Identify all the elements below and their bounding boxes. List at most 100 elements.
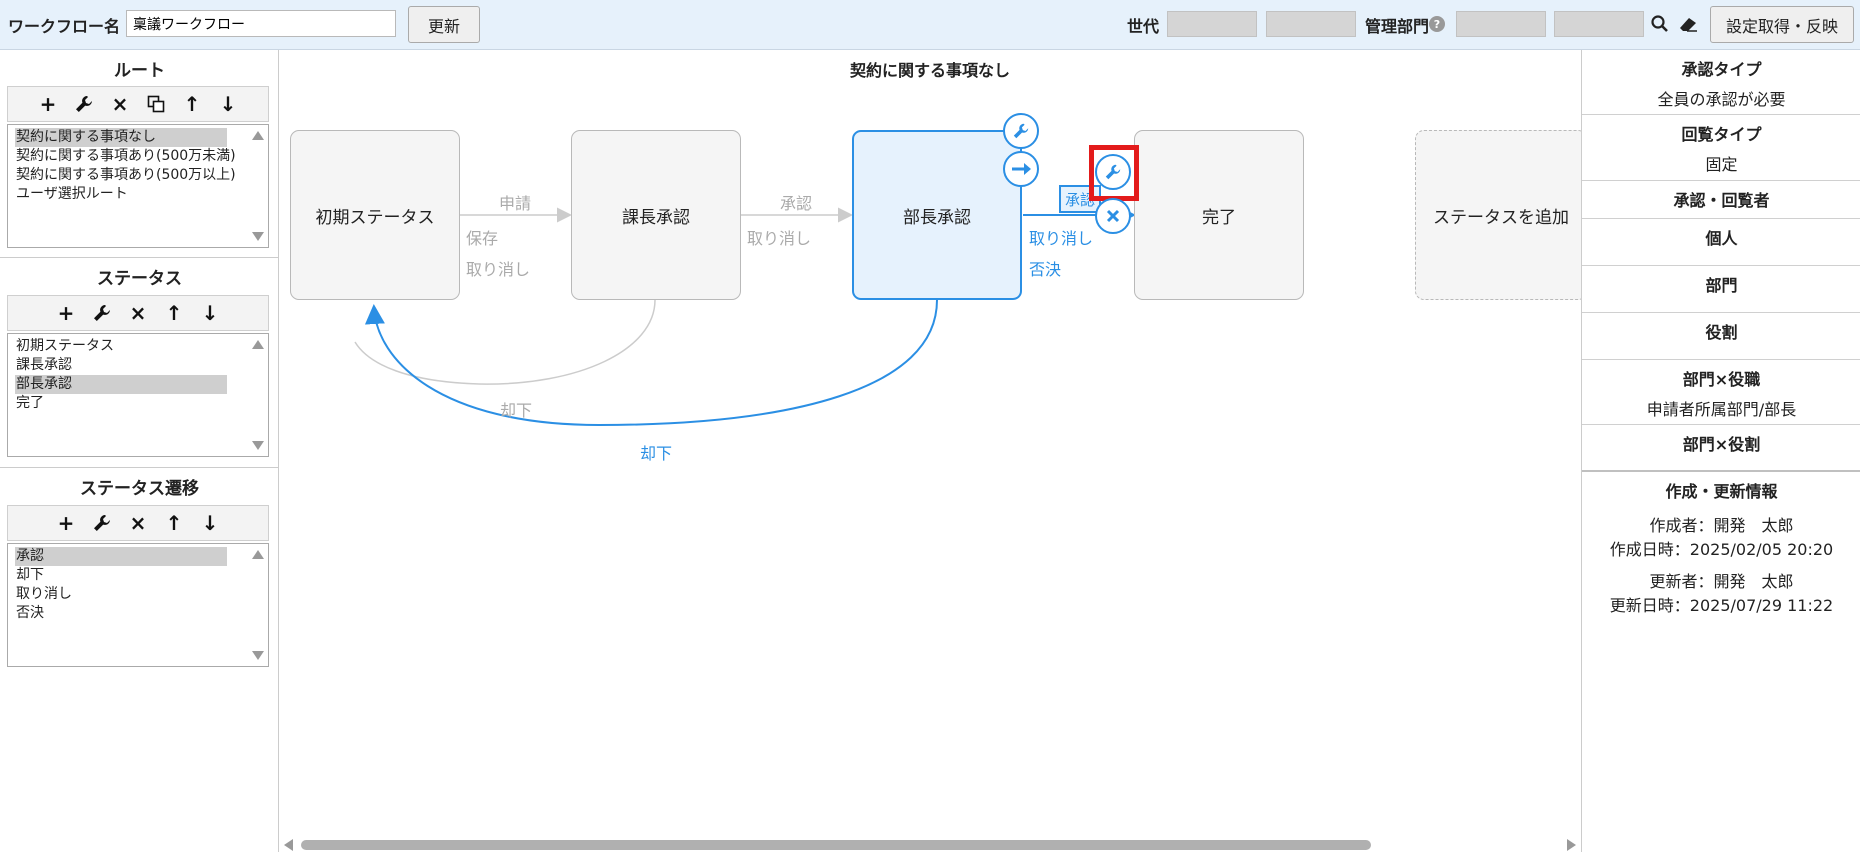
update-button[interactable]: 更新 <box>408 6 480 43</box>
list-item[interactable]: 契約に関する事項なし <box>15 128 227 147</box>
wrench-icon[interactable] <box>86 298 118 328</box>
list-item[interactable]: 否決 <box>16 605 44 621</box>
list-item[interactable]: 完了 <box>16 395 44 411</box>
scroll-thumb[interactable] <box>301 840 1371 850</box>
delete-icon[interactable]: × <box>129 511 147 535</box>
apply-settings-button[interactable]: 設定取得・反映 <box>1710 6 1854 43</box>
edge-label-reject-vote[interactable]: 否決 <box>1029 260 1062 279</box>
edge-label-cancel[interactable]: 取り消し <box>466 260 531 279</box>
dept-position-section: 部門×役職 申請者所属部門/部長 <box>1582 366 1860 420</box>
copy-icon[interactable] <box>140 89 172 119</box>
arrow-down-icon[interactable]: ↓ <box>201 301 219 325</box>
scroll-down-icon[interactable] <box>252 441 264 450</box>
list-item[interactable]: 契約に関する事項あり(500万未満) <box>16 148 236 164</box>
close-icon[interactable] <box>1095 198 1131 234</box>
generation-field-1[interactable] <box>1167 11 1257 37</box>
delete-icon[interactable]: × <box>111 92 129 116</box>
list-item[interactable]: 部長承認 <box>15 375 227 394</box>
statuses-list[interactable]: 初期ステータス 課長承認 部長承認 完了 <box>7 333 269 457</box>
dept-field-1[interactable] <box>1456 11 1546 37</box>
workflow-name-input[interactable] <box>126 10 396 37</box>
divider <box>1582 180 1860 181</box>
arrow-right-icon[interactable] <box>1003 151 1039 187</box>
dept-field-2[interactable] <box>1554 11 1644 37</box>
add-status-node[interactable]: ステータスを追加 <box>1415 130 1581 300</box>
divider <box>1582 359 1860 360</box>
right-panel: 承認タイプ 全員の承認が必要 回覧タイプ 固定 承認・回覧者 個人 部門 役割 … <box>1581 50 1860 852</box>
scroll-up-icon[interactable] <box>252 550 264 559</box>
department-title: 部門 <box>1705 276 1738 295</box>
add-icon[interactable]: + <box>57 301 75 325</box>
approval-type-title: 承認タイプ <box>1681 60 1762 79</box>
approvers-section: 承認・回覧者 <box>1582 187 1860 211</box>
dept-position-title: 部門×役職 <box>1682 370 1761 389</box>
add-icon[interactable]: + <box>57 511 75 535</box>
list-item[interactable]: 却下 <box>16 567 44 583</box>
route-title: 契約に関する事項なし <box>849 61 1010 80</box>
info-section: 作成・更新情報 作成者：開発 太郎 作成日時：2025/02/05 20:20 … <box>1582 478 1860 616</box>
node-done[interactable]: 完了 <box>1134 130 1304 300</box>
list-item[interactable]: 承認 <box>15 547 227 566</box>
help-icon[interactable]: ? <box>1429 16 1445 32</box>
edge-label-cancel[interactable]: 取り消し <box>747 229 812 248</box>
divider <box>0 257 279 258</box>
department-section: 部門 <box>1582 272 1860 296</box>
edge-chief-reject[interactable] <box>354 299 656 385</box>
delete-icon[interactable]: × <box>129 301 147 325</box>
arrow-down-icon[interactable]: ↓ <box>201 511 219 535</box>
scroll-down-icon[interactable] <box>252 232 264 241</box>
individual-title: 個人 <box>1705 229 1738 248</box>
edge-label-reject[interactable]: 却下 <box>500 401 533 420</box>
divider <box>1582 470 1860 472</box>
transitions-list[interactable]: 承認 却下 取り消し 否決 <box>7 543 269 667</box>
arrow-up-icon[interactable]: ↑ <box>183 92 201 116</box>
node-dept-head-approval[interactable]: 部長承認 <box>852 130 1022 300</box>
scroll-up-icon[interactable] <box>252 340 264 349</box>
circulation-type-title: 回覧タイプ <box>1681 125 1762 144</box>
divider <box>1582 218 1860 219</box>
individual-section: 個人 <box>1582 225 1860 249</box>
edge-label-save[interactable]: 保存 <box>466 229 499 248</box>
wrench-icon[interactable] <box>86 508 118 538</box>
arrow-down-icon[interactable]: ↓ <box>219 92 237 116</box>
arrow-up-icon[interactable]: ↑ <box>165 301 183 325</box>
list-item[interactable]: 初期ステータス <box>16 338 114 354</box>
list-item[interactable]: 課長承認 <box>16 357 72 373</box>
list-item[interactable]: 取り消し <box>16 586 72 602</box>
generation-field-2[interactable] <box>1266 11 1356 37</box>
divider <box>1582 424 1860 425</box>
divider <box>1582 265 1860 266</box>
approvers-title: 承認・回覧者 <box>1673 191 1770 210</box>
approval-type-section: 承認タイプ 全員の承認が必要 <box>1582 56 1860 110</box>
wrench-icon[interactable] <box>68 89 100 119</box>
generation-label: 世代 <box>1127 17 1160 36</box>
arrow-up-icon[interactable]: ↑ <box>165 511 183 535</box>
edge-label-approve[interactable]: 承認 <box>780 194 813 213</box>
edge-label-reject[interactable]: 却下 <box>640 444 673 463</box>
workflow-canvas[interactable]: 契約に関する事項なし 初期ステータス 課長承認 部長承認 完了 ステータスを追加… <box>279 50 1581 852</box>
search-icon[interactable] <box>1650 14 1670 34</box>
scroll-up-icon[interactable] <box>252 131 264 140</box>
scroll-right-icon[interactable] <box>1567 839 1576 851</box>
circulation-type-section: 回覧タイプ 固定 <box>1582 121 1860 175</box>
list-item[interactable]: ユーザ選択ルート <box>16 186 128 202</box>
scroll-left-icon[interactable] <box>284 839 293 851</box>
list-item[interactable]: 契約に関する事項あり(500万以上) <box>16 167 236 183</box>
eraser-icon[interactable] <box>1677 14 1699 34</box>
horizontal-scrollbar[interactable] <box>279 836 1581 852</box>
circulation-type-value: 固定 <box>1705 155 1738 174</box>
node-section-chief-approval[interactable]: 課長承認 <box>571 130 741 300</box>
wrench-icon[interactable] <box>1095 154 1131 190</box>
add-icon[interactable]: + <box>39 92 57 116</box>
wrench-icon[interactable] <box>1003 113 1039 149</box>
info-title: 作成・更新情報 <box>1665 482 1778 501</box>
node-initial-status[interactable]: 初期ステータス <box>290 130 460 300</box>
routes-list[interactable]: 契約に関する事項なし 契約に関する事項あり(500万未満) 契約に関する事項あり… <box>7 124 269 248</box>
edges-layer <box>354 205 1136 427</box>
scroll-down-icon[interactable] <box>252 651 264 660</box>
edge-label-apply[interactable]: 申請 <box>499 194 532 213</box>
edge-label-cancel[interactable]: 取り消し <box>1029 229 1094 248</box>
edge-head-reject[interactable] <box>364 299 938 427</box>
dept-role-section: 部門×役割 <box>1582 431 1860 455</box>
transitions-title: ステータス遷移 <box>80 479 199 499</box>
